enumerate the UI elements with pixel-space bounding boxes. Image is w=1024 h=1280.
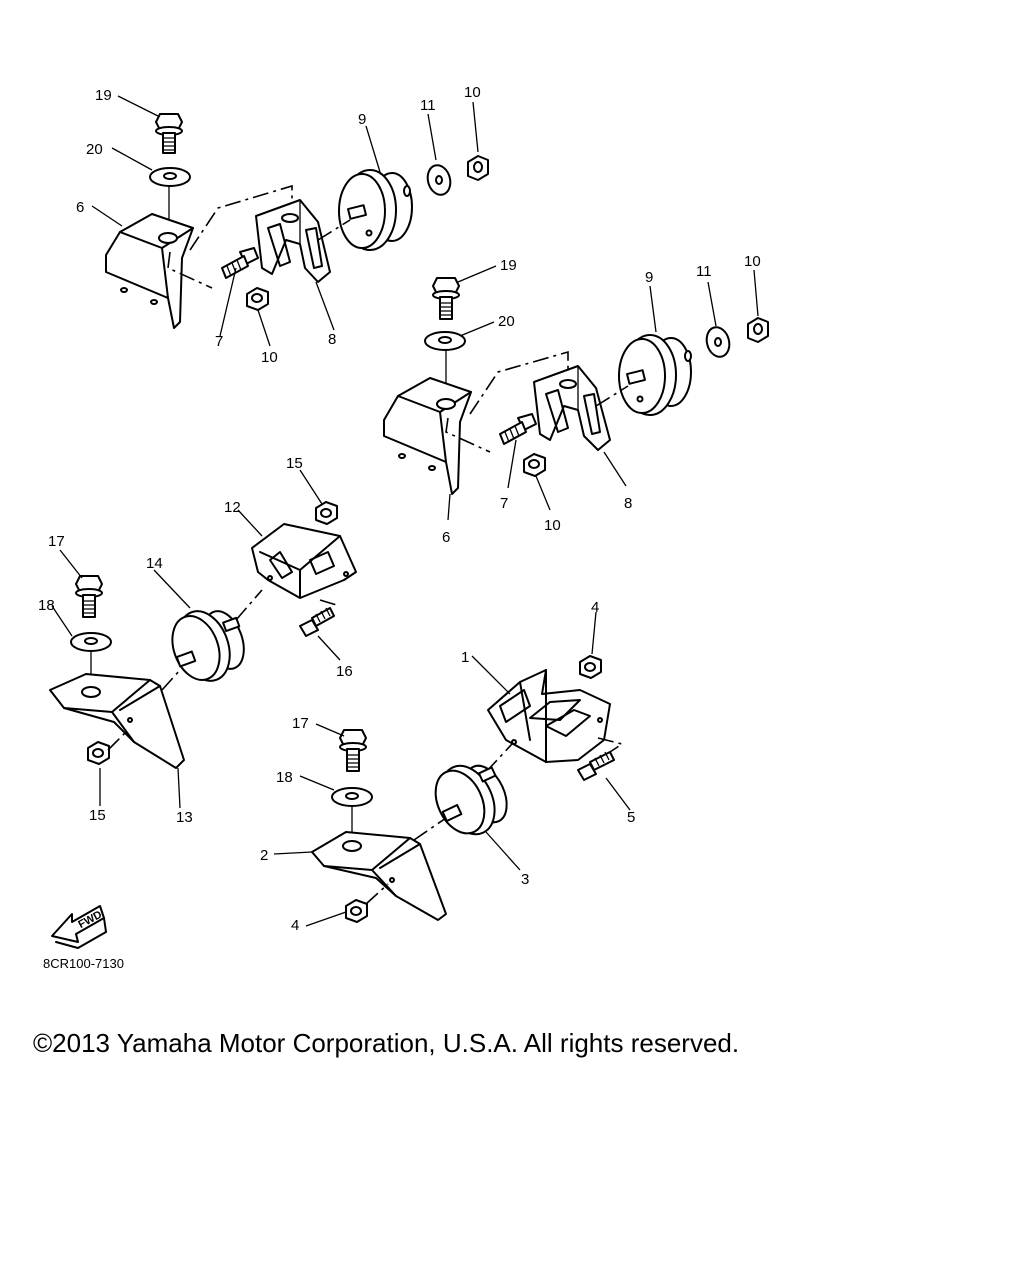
nut-10-a1 bbox=[246, 287, 269, 311]
bolt-7-b bbox=[499, 413, 537, 445]
callout-18: 18 bbox=[38, 597, 55, 614]
callout-9: 9 bbox=[645, 269, 653, 286]
callout-7: 7 bbox=[215, 333, 223, 350]
callout-20: 20 bbox=[498, 313, 515, 330]
bracket-1 bbox=[487, 669, 611, 763]
callout-13: 13 bbox=[176, 809, 193, 826]
bracket-12 bbox=[251, 523, 357, 599]
callout-14: 14 bbox=[146, 555, 163, 572]
callout-9: 9 bbox=[358, 111, 366, 128]
washer-18-b bbox=[331, 787, 373, 807]
callout-17: 17 bbox=[48, 533, 65, 550]
callout-15: 15 bbox=[89, 807, 106, 824]
callout-17: 17 bbox=[292, 715, 309, 732]
nut-4-a bbox=[579, 655, 602, 679]
callout-7: 7 bbox=[500, 495, 508, 512]
washer-20-b bbox=[424, 331, 466, 351]
bolt-19-a bbox=[155, 113, 183, 154]
callout-4: 4 bbox=[591, 599, 599, 616]
bolt-16 bbox=[299, 607, 335, 637]
callout-10: 10 bbox=[744, 253, 761, 270]
callout-6: 6 bbox=[76, 199, 84, 216]
bracket-6-b bbox=[383, 377, 472, 495]
callout-11: 11 bbox=[420, 97, 436, 114]
callout-1: 1 bbox=[461, 649, 469, 666]
bolt-7-a bbox=[221, 247, 259, 279]
bolt-5 bbox=[577, 751, 615, 781]
washer-11-b bbox=[705, 326, 731, 358]
callout-4: 4 bbox=[291, 917, 299, 934]
assembly-lower-right bbox=[273, 611, 631, 927]
callout-10: 10 bbox=[261, 349, 278, 366]
assembly-upper-right bbox=[383, 265, 769, 521]
washer-20-a bbox=[149, 167, 191, 187]
callout-19: 19 bbox=[95, 87, 112, 104]
bracket-13 bbox=[49, 673, 185, 769]
nut-10-b2 bbox=[747, 317, 769, 343]
bracket-6-a bbox=[105, 213, 194, 329]
fwd-label: FWD bbox=[76, 909, 104, 931]
callout-8: 8 bbox=[624, 495, 632, 512]
callout-5: 5 bbox=[627, 809, 635, 826]
nut-15-b bbox=[315, 501, 338, 525]
washer-18-a bbox=[70, 632, 112, 652]
nut-4-b bbox=[345, 899, 368, 923]
callout-11: 11 bbox=[696, 263, 712, 280]
mount-rubber-9-a bbox=[338, 169, 413, 251]
bolt-17-b bbox=[339, 729, 367, 772]
drawing-code: 8CR100-7130 bbox=[43, 956, 124, 971]
nut-10-b1 bbox=[523, 453, 546, 477]
bracket-8-a bbox=[255, 199, 331, 283]
callout-6: 6 bbox=[442, 529, 450, 546]
washer-11-a bbox=[426, 164, 452, 196]
callout-12: 12 bbox=[224, 499, 241, 516]
bracket-8-b bbox=[533, 365, 611, 451]
callout-3: 3 bbox=[521, 871, 529, 888]
bolt-19-b bbox=[432, 277, 460, 320]
callout-18: 18 bbox=[276, 769, 293, 786]
callout-2: 2 bbox=[260, 847, 268, 864]
assembly-middle-left bbox=[49, 469, 357, 809]
callout-16: 16 bbox=[336, 663, 353, 680]
callout-20: 20 bbox=[86, 141, 103, 158]
bolt-17-a bbox=[75, 575, 103, 618]
copyright-notice: ©2013 Yamaha Motor Corporation, U.S.A. A… bbox=[33, 1028, 740, 1058]
callout-labels: 19 20 6 7 10 8 9 11 10 19 20 6 7 10 8 9 … bbox=[38, 84, 761, 934]
bracket-2 bbox=[311, 831, 447, 921]
callout-10: 10 bbox=[544, 517, 561, 534]
nut-15-a bbox=[87, 741, 110, 765]
assembly-upper-left bbox=[91, 95, 489, 347]
callout-8: 8 bbox=[328, 331, 336, 348]
fwd-arrow-icon: FWD bbox=[51, 905, 107, 949]
callout-10: 10 bbox=[464, 84, 481, 101]
mount-rubber-9-b bbox=[618, 334, 692, 416]
mount-rubber-14 bbox=[171, 610, 245, 682]
callout-19: 19 bbox=[500, 257, 517, 274]
mount-rubber-3 bbox=[434, 764, 508, 836]
callout-15: 15 bbox=[286, 455, 303, 472]
nut-10-a2 bbox=[467, 155, 489, 181]
